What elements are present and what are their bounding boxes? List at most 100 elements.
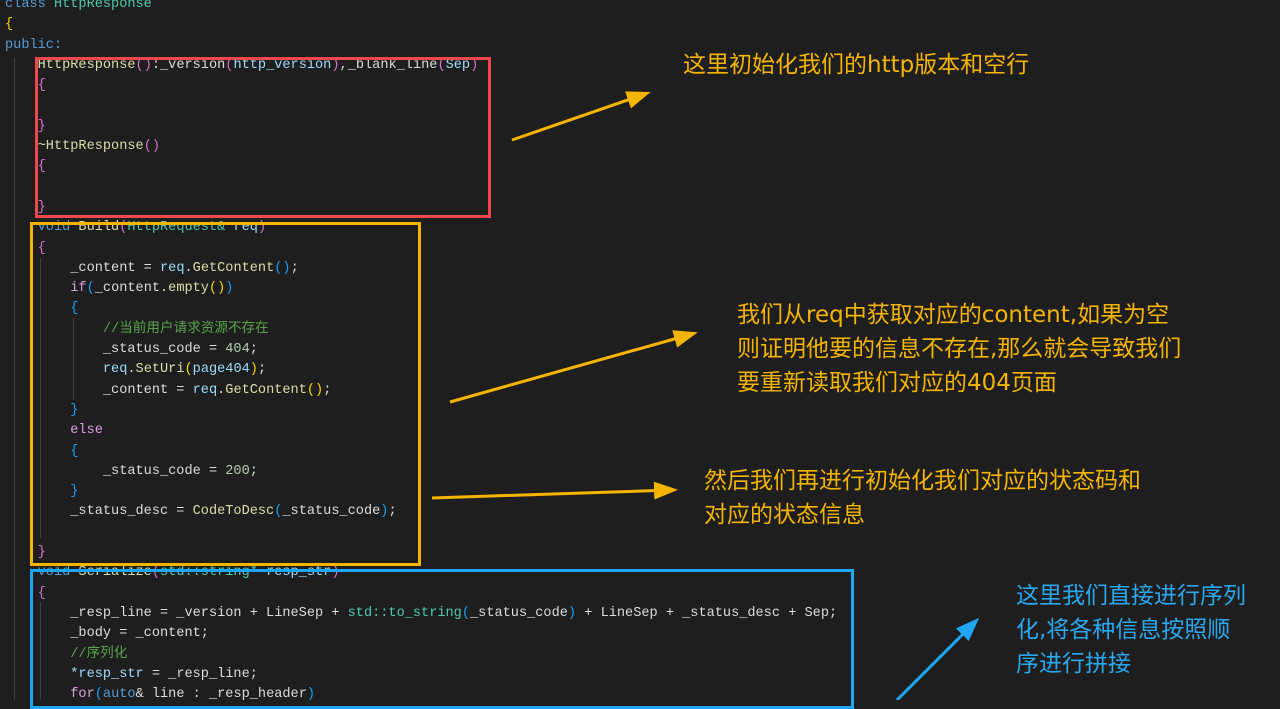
code-line: class HttpResponse xyxy=(5,0,837,15)
code-token: class xyxy=(5,0,54,12)
code-token: ( xyxy=(86,281,95,297)
code-token: HttpResponse xyxy=(53,0,152,12)
code-token: //当前用户请求资源不存在 xyxy=(5,321,269,337)
code-token: SetUri xyxy=(135,362,185,378)
note-line: 这里初始化我们的http版本和空行 xyxy=(683,52,1030,78)
note-line: 对应的状态信息 xyxy=(704,502,865,528)
code-token: _content. xyxy=(94,281,169,297)
code-token: . xyxy=(184,260,193,276)
code-token: & line : _resp_header xyxy=(135,687,307,703)
code-token: _content = xyxy=(5,260,160,276)
code-line: _body = _content; xyxy=(5,624,837,644)
code-token: GetContent xyxy=(225,382,307,398)
code-token: _status_code = xyxy=(5,342,226,358)
code-token: ; xyxy=(290,260,299,276)
arrow-constructor xyxy=(511,91,651,142)
code-token: () xyxy=(143,139,161,155)
code-line: { xyxy=(5,299,837,319)
code-token: { xyxy=(5,240,46,256)
code-token: HttpResponse xyxy=(5,57,136,73)
code-token: _status_code xyxy=(470,605,568,621)
note-line: 则证明他要的信息不存在,那么就会导致我们 xyxy=(737,336,1182,362)
code-token: _body = _content; xyxy=(5,626,209,642)
code-token: ; xyxy=(249,342,258,358)
code-token: { xyxy=(5,78,46,94)
code-token: ) xyxy=(306,687,316,703)
arrow-status xyxy=(431,481,678,500)
code-line: _status_code = 200; xyxy=(5,462,837,482)
content-note: 我们从req中获取对应的content,如果为空 则证明他要的信息不存在,那么就… xyxy=(737,298,1181,400)
code-token: ( xyxy=(437,57,446,73)
code-token: if xyxy=(5,281,87,297)
code-token: ( xyxy=(94,687,103,703)
code-token: { xyxy=(5,301,79,317)
code-token: std::to_string xyxy=(347,605,462,621)
code-token: *resp_str xyxy=(5,666,144,682)
code-line: *resp_str = _resp_line; xyxy=(5,665,837,685)
code-line: } xyxy=(5,482,837,502)
code-line: ~HttpResponse() xyxy=(5,137,837,157)
code-token: { xyxy=(5,443,79,459)
code-token: () xyxy=(306,382,324,398)
indent-guide xyxy=(14,58,15,700)
code-token: 404 xyxy=(225,342,250,358)
code-token: _status_code xyxy=(282,504,381,520)
code-token: { xyxy=(5,17,14,33)
code-token: 200 xyxy=(225,463,250,479)
code-editor[interactable]: class HttpResponse{public: HttpResponse(… xyxy=(5,0,837,705)
code-token: http_version xyxy=(233,57,332,73)
code-token: _status_code = xyxy=(5,463,226,479)
code-token: ( xyxy=(225,57,234,73)
indent-guide xyxy=(73,318,74,400)
code-line: for(auto& line : _resp_header) xyxy=(5,685,837,705)
code-token: _content = xyxy=(5,382,193,398)
code-token: { xyxy=(5,159,46,175)
note-line: 然后我们再进行初始化我们对应的状态码和 xyxy=(704,468,1141,494)
code-line: HttpResponse():_version(http_version),_b… xyxy=(5,56,837,76)
code-token: ; xyxy=(323,382,332,398)
code-line: { xyxy=(5,442,837,462)
code-line: else xyxy=(5,421,837,441)
code-token: req xyxy=(5,362,128,378)
code-token: ) xyxy=(380,504,389,520)
code-line: if(_content.empty()) xyxy=(5,279,837,299)
code-token: ; xyxy=(249,463,258,479)
code-line: //序列化 xyxy=(5,645,837,665)
code-token: } xyxy=(5,199,46,215)
code-token: GetContent xyxy=(192,260,275,276)
code-line: _status_desc = CodeToDesc(_status_code); xyxy=(5,502,837,522)
arrow-content xyxy=(449,330,698,404)
code-token: _status_desc = xyxy=(5,504,193,520)
code-token: ) xyxy=(331,57,340,73)
code-token: + LineSep + _status_desc + Sep; xyxy=(576,605,838,621)
code-token: Sep xyxy=(445,57,471,73)
note-line: 我们从req中获取对应的content,如果为空 xyxy=(737,302,1170,328)
code-line: req.SetUri(page404); xyxy=(5,360,837,380)
code-token: page404 xyxy=(192,362,250,378)
note-line: 化,将各种信息按照顺 xyxy=(1016,617,1231,643)
code-line: } xyxy=(5,198,837,218)
constructor-note: 这里初始化我们的http版本和空行 xyxy=(683,48,1029,82)
code-token: ) xyxy=(225,281,234,297)
serialize-note: 这里我们直接进行序列 化,将各种信息按照顺 序进行拼接 xyxy=(1016,579,1246,681)
indent-guide xyxy=(40,258,41,538)
code-line: //当前用户请求资源不存在 xyxy=(5,320,837,340)
note-line: 要重新读取我们对应的404页面 xyxy=(737,370,1057,396)
code-token: } xyxy=(5,402,79,418)
code-token: } xyxy=(5,545,46,561)
code-token: ( xyxy=(461,605,471,621)
code-token: _resp_line = _version + LineSep + xyxy=(5,605,348,621)
code-line: { xyxy=(5,239,837,259)
code-token: for xyxy=(5,687,95,703)
code-token: ) xyxy=(257,220,267,236)
code-token: = _resp_line; xyxy=(143,666,258,682)
code-line: public: xyxy=(5,36,837,56)
code-token: //序列化 xyxy=(5,646,128,662)
code-line: { xyxy=(5,15,837,35)
code-line: } xyxy=(5,543,837,563)
code-line: _content = req.GetContent(); xyxy=(5,381,837,401)
code-token: req xyxy=(160,260,185,276)
code-token: () xyxy=(135,57,152,73)
code-token: ( xyxy=(184,362,193,378)
code-token: else xyxy=(5,423,103,439)
